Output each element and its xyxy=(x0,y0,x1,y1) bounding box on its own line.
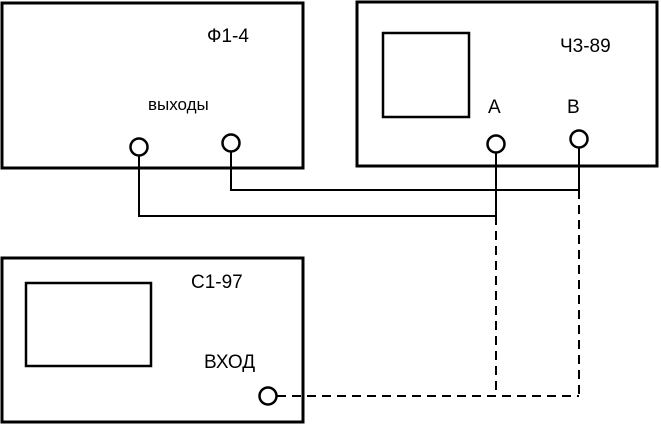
counter-block: Ч3-89 A B xyxy=(355,0,659,168)
oscilloscope-model-label: С1-97 xyxy=(191,272,243,293)
counter-model-label: Ч3-89 xyxy=(560,36,611,57)
oscilloscope-block: С1-97 ВХОД xyxy=(0,256,305,424)
wire-output2-to-input-b xyxy=(230,139,580,191)
counter-input-a-label: A xyxy=(488,97,501,118)
generator-output-2-jack[interactable] xyxy=(221,133,241,153)
generator-outputs-label: выходы xyxy=(148,95,209,114)
generator-output-1-jack[interactable] xyxy=(129,137,149,157)
wire-output1-to-input-a xyxy=(138,144,497,217)
counter-input-b-label: B xyxy=(567,97,580,118)
generator-model-label: Ф1-4 xyxy=(207,26,249,47)
counter-input-a-jack[interactable] xyxy=(486,134,506,154)
oscilloscope-screen xyxy=(24,281,153,368)
generator-block: Ф1-4 выходы xyxy=(0,1,305,170)
generator-frame xyxy=(0,1,305,170)
counter-screen xyxy=(381,31,471,119)
oscilloscope-input-jack[interactable] xyxy=(258,386,278,406)
oscilloscope-input-label: ВХОД xyxy=(204,352,255,373)
oscilloscope-frame xyxy=(0,256,305,424)
counter-input-b-jack[interactable] xyxy=(569,129,589,149)
counter-frame xyxy=(355,0,659,168)
